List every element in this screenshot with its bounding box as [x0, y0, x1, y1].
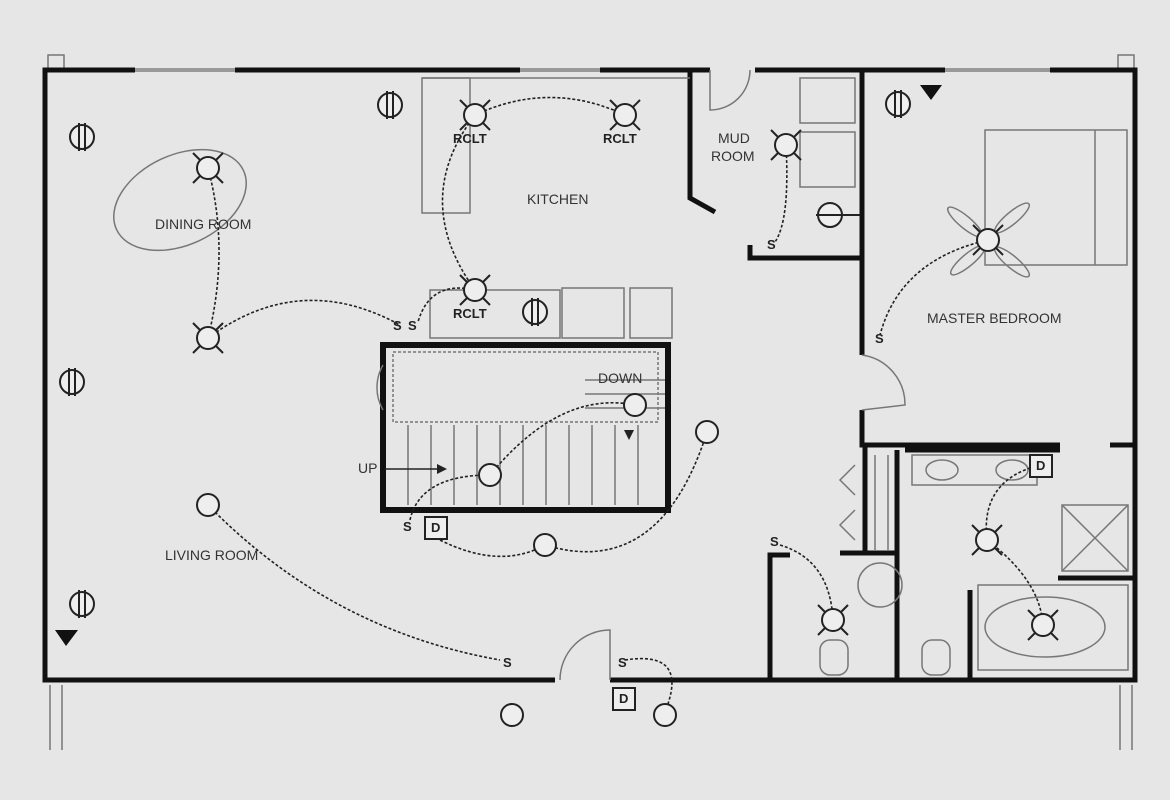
light-fixture-icon [817, 604, 849, 636]
switch-label: S [503, 655, 512, 670]
room-label-kitchen: KITCHEN [527, 191, 588, 207]
light-fixture-icon [192, 152, 224, 184]
svg-text:D: D [431, 520, 440, 535]
walls [42, 67, 1138, 683]
stair-treads [407, 379, 665, 505]
furniture [113, 69, 1129, 681]
switch-label: S [770, 534, 779, 549]
doorbell-icon: D [1029, 454, 1053, 478]
light-fixture-icon [192, 322, 224, 354]
switch-label: S [767, 237, 776, 252]
room-label-dining: DINING ROOM [155, 216, 251, 232]
light-fixture-icon [609, 99, 641, 131]
wall-outlet-icon [816, 202, 860, 228]
light-fixture-icon [1027, 609, 1059, 641]
light-fixtures [192, 99, 1059, 727]
triangle-marker-icon [920, 85, 942, 100]
room-label-mud-2: ROOM [711, 148, 755, 164]
wall-outlets [59, 90, 911, 618]
light-fixture-icon [196, 493, 220, 517]
wall-outlet-icon [69, 123, 95, 151]
switch-label: S [403, 519, 412, 534]
porch-posts [47, 54, 1135, 750]
switch-label: S [393, 318, 402, 333]
light-fixture-icon [695, 420, 719, 444]
receptacle-label: RCLT [453, 306, 487, 321]
light-fixture-icon [459, 274, 491, 306]
switches: S S S S S S S S [393, 237, 884, 670]
light-fixture-icon [653, 703, 677, 727]
stairs-up-label: UP [358, 460, 377, 476]
switch-label: S [408, 318, 417, 333]
room-label-living: LIVING ROOM [165, 547, 258, 563]
wall-outlet-icon [59, 368, 85, 396]
doorbell-icon: D [612, 687, 636, 711]
light-fixture-icon [623, 393, 647, 417]
receptacle-label: RCLT [603, 131, 637, 146]
doorbell-icon: D [424, 516, 448, 540]
stairs-down-label: DOWN [598, 370, 642, 386]
triangle-marker-icon [55, 630, 78, 646]
light-fixture-icon [770, 129, 802, 161]
wall-outlet-icon [885, 90, 911, 118]
wall-outlet-icon [69, 590, 95, 618]
wall-outlet-icon [377, 91, 403, 119]
wall-outlet-icon [522, 298, 548, 326]
light-fixture-icon [971, 524, 1003, 556]
light-fixture-icon [500, 703, 524, 727]
svg-text:D: D [1036, 458, 1045, 473]
room-label-mud: MUD [718, 130, 750, 146]
light-fixture-icon [533, 533, 557, 557]
light-fixture-icon [972, 224, 1004, 256]
switch-label: S [875, 331, 884, 346]
svg-text:D: D [619, 691, 628, 706]
receptacle-label: RCLT [453, 131, 487, 146]
light-fixture-icon [459, 99, 491, 131]
room-label-master: MASTER BEDROOM [927, 310, 1062, 326]
switch-label: S [618, 655, 627, 670]
light-fixture-icon [478, 463, 502, 487]
